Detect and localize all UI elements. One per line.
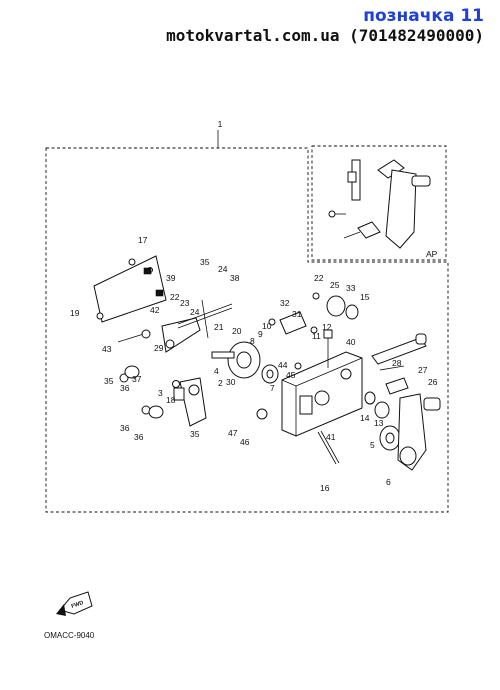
fwd-arrow-icon [56, 591, 93, 616]
callout-46: 47 [228, 428, 238, 438]
page-title: позначка 11 [363, 6, 484, 26]
callout-37: 38 [230, 273, 240, 283]
callout-35-c: 36 [120, 423, 130, 433]
callout-14: 14 [360, 413, 370, 423]
callout-6: 6 [386, 477, 391, 487]
callout-30: 30 [226, 377, 236, 387]
callout-4: 4 [214, 366, 219, 376]
callout-18: 18 [166, 395, 176, 405]
callout-7: 7 [270, 383, 275, 393]
callout-15: 15 [360, 292, 370, 302]
callout-5: 5 [370, 440, 375, 450]
parts-drawing [93, 255, 441, 471]
callout-23: 23 [180, 298, 190, 308]
callout-22-a: 22 [170, 292, 180, 302]
callout-16: 16 [320, 483, 330, 493]
callout-44: 45 [286, 370, 296, 380]
callout-38: 39 [166, 273, 176, 283]
callout-43: 44 [278, 360, 288, 370]
callout-32: 32 [280, 298, 290, 308]
callout-34: 35 [190, 429, 200, 439]
callout-24-a: 24 [218, 264, 228, 274]
callout-24-b: 24 [190, 307, 200, 317]
callout-12: 12 [322, 322, 332, 332]
callout-1: 1 [218, 119, 223, 129]
callout-3: 3 [158, 388, 163, 398]
callout-41: 42 [150, 305, 160, 315]
callout-35-b: 35 [104, 376, 114, 386]
callout-40: 41 [326, 432, 336, 442]
callout-36-b: 36 [134, 432, 144, 442]
callout-20: 20 [232, 326, 242, 336]
callout-25: 25 [330, 280, 340, 290]
callout-39: 40 [346, 337, 356, 347]
callout-10: 10 [262, 321, 272, 331]
callout-26: 26 [428, 377, 438, 387]
callout-labels: 1 2 3 4 5 6 7 8 9 10 11 12 13 14 15 16 1… [70, 119, 438, 493]
callout-36-a: 36 [120, 383, 130, 393]
callout-45: 46 [240, 437, 250, 447]
inset-label: AP [426, 249, 438, 259]
callout-28: 28 [392, 358, 402, 368]
callout-2: 2 [218, 378, 223, 388]
assembly-frame [45, 147, 449, 513]
callout-36-c: 37 [132, 374, 142, 384]
callout-9: 9 [258, 329, 263, 339]
callout-21: 21 [214, 322, 224, 332]
callout-31: 31 [292, 309, 302, 319]
fwd-label: FWD [71, 600, 85, 610]
callout-42: 43 [102, 344, 112, 354]
callout-33: 33 [346, 283, 356, 293]
catalog-code: OMACC-9040 [44, 631, 95, 640]
callout-35-a: 35 [200, 257, 210, 267]
callout-22-b: 22 [314, 273, 324, 283]
callout-8: 8 [250, 336, 255, 346]
site-reference: motokvartal.com.ua (701482490000) [166, 26, 484, 45]
callout-17: 17 [138, 235, 148, 245]
callout-13: 13 [374, 418, 384, 428]
inset-assembly [328, 159, 431, 249]
callout-29: 29 [154, 343, 164, 353]
inset-frame [311, 145, 447, 261]
callout-11: 11 [312, 331, 321, 341]
callout-27: 27 [418, 365, 428, 375]
callout-19: 19 [70, 308, 80, 318]
